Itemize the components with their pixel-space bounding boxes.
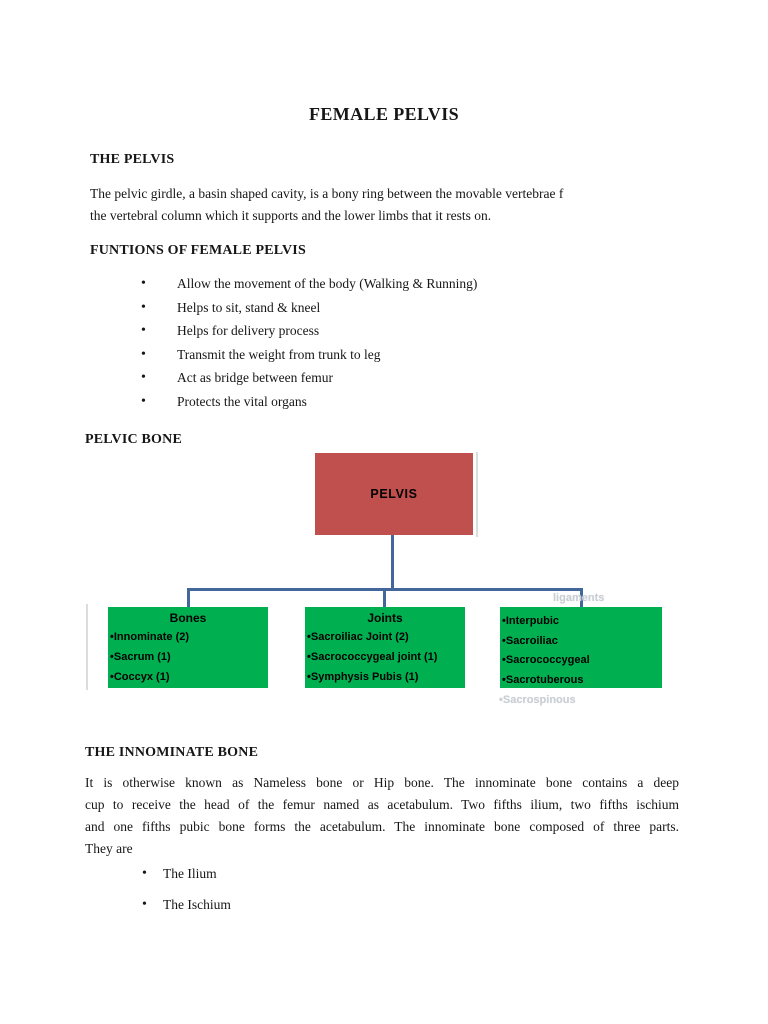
connector-stub-joints: [383, 589, 386, 607]
box-item: Coccyx (1): [110, 667, 266, 687]
list-item: Protects the vital organs: [141, 390, 571, 414]
ghost-ligament-item: Sacrospinous: [499, 690, 576, 710]
diagram-box-bones: Bones Innominate (2)Sacrum (1)Coccyx (1): [108, 607, 268, 688]
connector-stem: [391, 535, 394, 590]
paragraph-line: the vertebral column which it supports a…: [90, 208, 492, 223]
diagram-box-joints: Joints Sacroiliac Joint (2)Sacrococcygea…: [305, 607, 465, 688]
page-title: FEMALE PELVIS: [308, 104, 460, 124]
list-item: The Ischium: [142, 889, 442, 920]
connector-stub-bones: [187, 589, 190, 607]
list-item: Transmit the weight from trunk to leg: [141, 343, 571, 367]
box-title: Bones: [169, 611, 207, 625]
ghost-ligaments-title: ligaments: [553, 592, 605, 604]
heading-the-pelvis: THE PELVIS: [90, 152, 175, 167]
innominate-bullet-list: The IliumThe Ischium: [142, 858, 442, 920]
box-item: Sacrum (1): [110, 647, 266, 667]
list-item: Helps for delivery process: [141, 319, 571, 343]
diagram-root-label: PELVIS: [370, 487, 418, 501]
canvas-artifact-line: [86, 604, 88, 690]
paragraph-the-pelvis: The pelvic girdle, a basin shaped cavity…: [90, 183, 666, 227]
list-item: The Ilium: [142, 858, 442, 889]
box-item: Interpubic: [502, 612, 660, 632]
box-item: Sacroiliac: [502, 632, 660, 652]
connector-horizontal-bar: [187, 588, 583, 591]
list-item: Act as bridge between femur: [141, 366, 571, 390]
list-item: Helps to sit, stand & kneel: [141, 296, 571, 320]
box-item: Sacrospinous: [499, 694, 576, 706]
box-item: Sacrococcygeal: [502, 651, 660, 671]
box-title: Joints: [367, 611, 403, 625]
connector-stub-ligaments: [580, 589, 583, 607]
box-item: Sacrotuberous: [502, 671, 660, 691]
heading-functions: FUNTIONS OF FEMALE PELVIS: [90, 243, 306, 258]
box-item: Sacroiliac Joint (2): [307, 627, 463, 647]
functions-bullet-list: Allow the movement of the body (Walking …: [141, 272, 571, 414]
paragraph-line: cup to receive the head of the femur nam…: [85, 797, 679, 812]
list-item: Allow the movement of the body (Walking …: [141, 272, 571, 296]
box-item: Symphysis Pubis (1): [307, 667, 463, 687]
diagram-box-ligaments: InterpubicSacroiliacSacrococcygealSacrot…: [500, 607, 662, 688]
paragraph-line: They are: [85, 841, 133, 856]
box-items: Sacroiliac Joint (2)Sacrococcygeal joint…: [307, 627, 463, 687]
heading-innominate-bone: THE INNOMINATE BONE: [85, 745, 259, 760]
heading-pelvic-bone: PELVIC BONE: [85, 432, 182, 447]
box-item: Sacrococcygeal joint (1): [307, 647, 463, 667]
paragraph-innominate: It is otherwise known as Nameless bone o…: [85, 772, 679, 860]
box-item: Innominate (2): [110, 627, 266, 647]
box-items: InterpubicSacroiliacSacrococcygealSacrot…: [502, 612, 660, 690]
paragraph-line: It is otherwise known as Nameless bone o…: [85, 775, 679, 790]
diagram-root-box: PELVIS: [315, 453, 473, 535]
box-items: Innominate (2)Sacrum (1)Coccyx (1): [110, 627, 266, 687]
paragraph-line: and one fifths pubic bone forms the acet…: [85, 819, 679, 834]
canvas-artifact-line: [476, 452, 478, 537]
paragraph-line: The pelvic girdle, a basin shaped cavity…: [90, 186, 564, 201]
